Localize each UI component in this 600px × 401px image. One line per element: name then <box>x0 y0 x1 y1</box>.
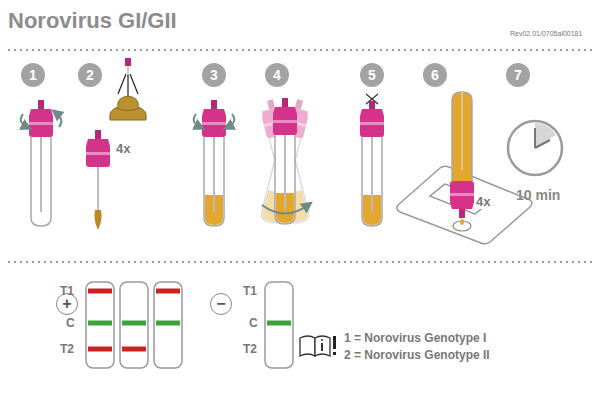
step-number: 1 <box>29 68 37 82</box>
step-number-circle: 4 <box>265 63 289 87</box>
result-sign-circle: − <box>210 293 232 315</box>
step-number: 2 <box>86 68 94 82</box>
line-label: T2 <box>60 342 74 356</box>
line-label: T2 <box>243 342 257 356</box>
step-number-circle: 5 <box>360 63 384 87</box>
legend-note: 1 = Norovirus Genotype I <box>344 331 486 345</box>
revision-code: Rev02.01/0705al00181 <box>510 30 582 37</box>
step-number: 7 <box>514 68 522 82</box>
diagram-title: Norovirus GI/GII <box>8 8 177 34</box>
result-sign: + <box>62 296 71 312</box>
line-label: C <box>66 316 75 330</box>
result-sign: − <box>216 296 225 312</box>
step-number: 6 <box>431 68 439 82</box>
time-label: 10 min <box>516 187 560 203</box>
line-label: C <box>249 316 258 330</box>
step-number-circle: 7 <box>506 63 530 87</box>
step-number: 3 <box>210 68 218 82</box>
step-number-circle: 6 <box>423 63 447 87</box>
repeat-count: 4x <box>116 141 130 156</box>
step-number: 5 <box>368 68 376 82</box>
step-number-circle: 3 <box>202 63 226 87</box>
line-label: T1 <box>243 284 257 298</box>
step-number: 4 <box>273 68 281 82</box>
step-number-circle: 2 <box>78 63 102 87</box>
legend-note: 2 = Norovirus Genotype II <box>344 348 490 362</box>
repeat-count: 4x <box>474 194 492 209</box>
line-label: T1 <box>60 284 74 298</box>
step-number-circle: 1 <box>21 63 45 87</box>
